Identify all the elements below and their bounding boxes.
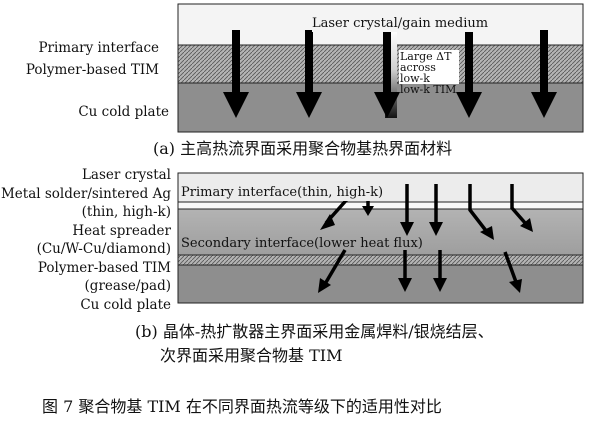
panel-a-crystal-label: Laser crystal/gain medium bbox=[312, 15, 489, 32]
panel-b-arrow-10 bbox=[503, 251, 518, 283]
panel-b-label-spreader-note: (Cu/W-Cu/diamond) bbox=[36, 241, 171, 257]
panel-b-arrowhead-6 bbox=[520, 218, 533, 232]
panel-a-note: Large ΔT across low-k low-k TIM bbox=[400, 51, 460, 95]
panel-a-label-primary-interface: Primary interface bbox=[38, 40, 159, 56]
panel-b-arrowhead-8 bbox=[398, 278, 412, 292]
panel-a-arrow-1 bbox=[223, 30, 249, 118]
figure-caption: 图 7 聚合物基 TIM 在不同界面热流等级下的适用性对比 bbox=[42, 397, 442, 416]
panel-a-cold-plate-layer bbox=[177, 82, 584, 133]
panel-b-label-tim-note: (grease/pad) bbox=[84, 278, 171, 294]
panel-a-note-line-1: Large ΔT bbox=[400, 50, 452, 63]
panel-b-arrowhead-1 bbox=[320, 214, 335, 230]
panel-a-tim-layer bbox=[177, 44, 584, 84]
panel-b-solder-layer bbox=[177, 201, 584, 210]
panel-b-spreader-layer bbox=[177, 208, 584, 256]
panel-a-arrow-2 bbox=[296, 30, 322, 118]
panel-b-tim-layer bbox=[177, 254, 584, 266]
panel-b-arrowhead-9 bbox=[433, 278, 447, 292]
panel-b-arrow-7 bbox=[323, 249, 347, 285]
panel-a-heat-arrows bbox=[223, 30, 557, 118]
panel-b-label-cold-plate: Cu cold plate bbox=[80, 296, 171, 313]
panel-b-label-tim: Polymer-based TIM bbox=[37, 259, 171, 276]
panel-b-arrowhead-10 bbox=[509, 279, 522, 293]
panel-a-label-tim: Polymer-based TIM bbox=[25, 62, 159, 78]
panel-b-label-spreader: Heat spreader bbox=[72, 222, 171, 239]
panel-b-arrowhead-5 bbox=[480, 226, 494, 240]
panel-a-arrow-3 bbox=[374, 30, 400, 118]
panel-a-caption: (a) 主高热流界面采用聚合物基热界面材料 bbox=[153, 139, 453, 158]
panel-b-secondary-interface-label: Secondary interface(lower heat flux) bbox=[181, 236, 423, 251]
panel-a-arrow-5 bbox=[531, 30, 557, 118]
panel-b-arrowhead-2 bbox=[362, 206, 374, 216]
panel-b-label-solder: Metal solder/sintered Ag bbox=[0, 185, 171, 202]
panel-a-note-line-2: across low-k bbox=[400, 61, 436, 85]
panel-b-cold-plate-layer bbox=[177, 264, 584, 304]
panel-b-arrowhead-7 bbox=[318, 278, 331, 293]
panel-a-note-box bbox=[399, 50, 459, 84]
panel-b-label-solder-note: (thin, high-k) bbox=[81, 204, 171, 220]
panel-b-arrow-heads bbox=[318, 206, 533, 293]
panel-b-arrow-6 bbox=[510, 184, 528, 226]
panel-b-arrowhead-3 bbox=[400, 222, 414, 236]
panel-b-primary-interface-label: Primary interface(thin, high-k) bbox=[181, 184, 384, 201]
panel-a-label-cold-plate: Cu cold plate bbox=[78, 104, 169, 120]
panel-a-diagram bbox=[177, 3, 584, 133]
panel-b-arrowhead-4 bbox=[429, 222, 443, 236]
panel-a-arrow-4 bbox=[456, 30, 482, 118]
panel-b-left-labels: Laser crystal Metal solder/sintered Ag (… bbox=[1, 166, 171, 314]
panel-b-caption-line-1: (b) 晶体-热扩散器主界面采用金属焊料/银烧结层、 bbox=[135, 322, 494, 341]
panel-b-caption-line-2: 次界面采用聚合物基 TIM bbox=[160, 346, 343, 365]
panel-b-arrow-5 bbox=[468, 184, 489, 234]
panel-b-label-crystal: Laser crystal bbox=[81, 167, 171, 183]
panel-a-note-line-3: low-k TIM bbox=[400, 83, 457, 96]
